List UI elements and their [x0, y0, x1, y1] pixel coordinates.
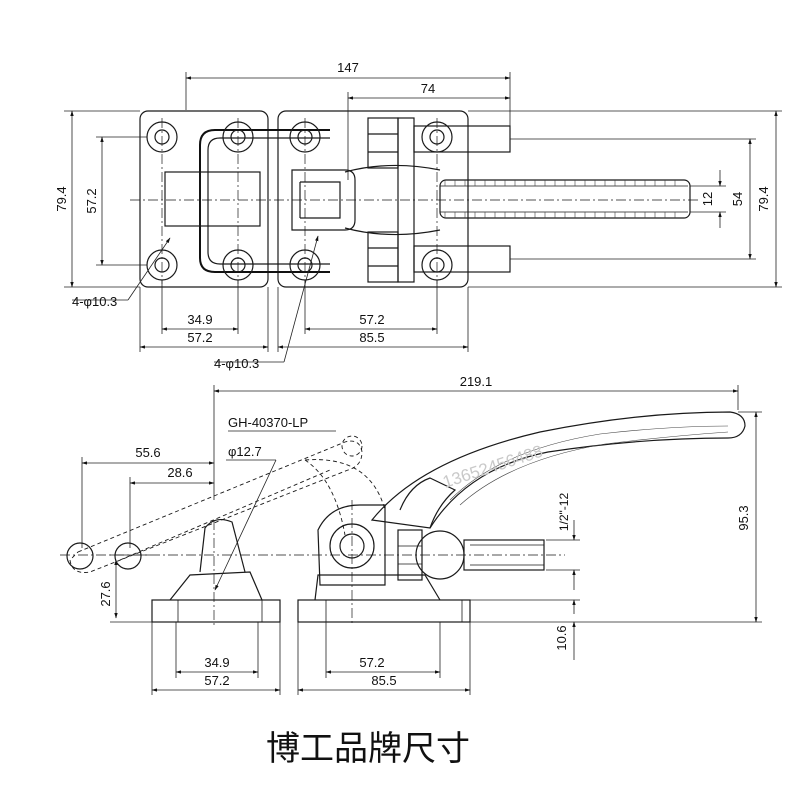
dim-85-5-side: 85.5	[371, 673, 396, 688]
side-left-base	[151, 599, 281, 623]
handle-main	[370, 411, 746, 529]
dim-79-4-left: 79.4	[54, 186, 69, 211]
pivot-body	[317, 504, 386, 586]
dim-95-3: 95.3	[736, 505, 751, 530]
dim-57-2-side-left: 57.2	[204, 673, 229, 688]
dim-57-2-left: 57.2	[84, 188, 99, 213]
dim-85-5-top: 85.5	[359, 330, 384, 345]
clamp-body	[164, 171, 261, 227]
mounting-holes-right	[289, 121, 453, 281]
dim-74: 74	[421, 81, 435, 96]
stub-lower	[413, 245, 511, 273]
stub-upper	[413, 125, 511, 153]
side-left-bracket	[199, 518, 246, 573]
side-right-base	[297, 599, 471, 623]
nut-upper	[367, 117, 399, 169]
drawing-caption: 博工品牌尺寸	[266, 729, 470, 769]
side-view: 219.1 GH-40370-LP φ12.7 55.6 28.6 27.6 1…	[60, 374, 762, 695]
dim-219-1: 219.1	[460, 374, 493, 389]
dim-55-6: 55.6	[135, 445, 160, 460]
nut-lower	[367, 231, 399, 283]
holes-callout-bottom: 4-φ10.3	[214, 356, 259, 371]
left-base-plate	[139, 110, 269, 288]
dim-28-6: 28.6	[167, 465, 192, 480]
right-base-plate	[277, 110, 469, 288]
dim-147: 147	[337, 60, 359, 75]
pin-diameter-label: φ12.7	[228, 444, 262, 459]
dim-10-6: 10.6	[554, 625, 569, 650]
dim-57-2-top-right: 57.2	[359, 312, 384, 327]
dim-27-6: 27.6	[98, 581, 113, 606]
watermark-text: 13652456488	[440, 442, 545, 492]
dim-34-9-top: 34.9	[187, 312, 212, 327]
dim-12: 12	[700, 192, 715, 206]
dim-34-9-side: 34.9	[204, 655, 229, 670]
dim-57-2-side-right: 57.2	[359, 655, 384, 670]
holes-callout-left: 4-φ10.3	[72, 294, 117, 309]
dim-54: 54	[730, 192, 745, 206]
model-code-label: GH-40370-LP	[228, 415, 308, 430]
dim-79-4-right: 79.4	[756, 186, 771, 211]
handle-retracted	[69, 440, 363, 573]
dim-57-2-top-left: 57.2	[187, 330, 212, 345]
top-view: 147 74 79.4 57.2 79.4 54 12 4-	[54, 60, 782, 371]
thread-spec-label: 1/2"-12	[557, 493, 571, 532]
